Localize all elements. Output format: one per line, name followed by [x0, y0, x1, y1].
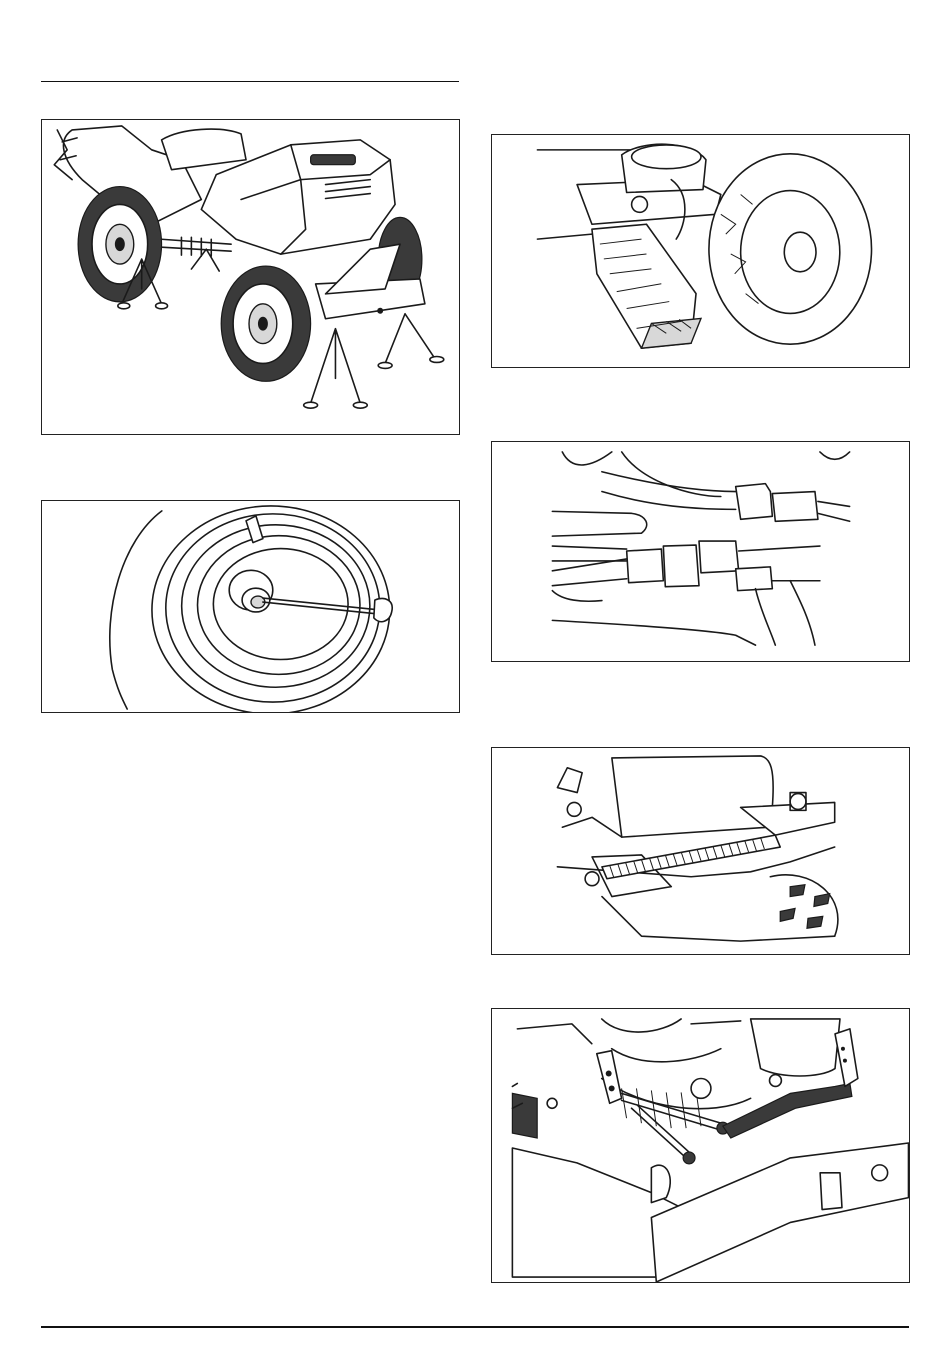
footer-rule — [41, 1326, 909, 1328]
figure-wheel-hub-removal — [41, 500, 460, 713]
hydraulic-hose-couplings-icon — [492, 442, 909, 661]
header-rule — [41, 81, 459, 82]
transmission-linkage-rod-icon — [492, 1009, 909, 1282]
figure-hydraulic-hose-couplings — [491, 441, 910, 662]
figure-tractor-on-stands — [41, 119, 460, 435]
axle-supported-on-wood-blocks-icon — [492, 135, 909, 367]
figure-linkage-rod — [491, 1008, 910, 1283]
figure-wood-block-support — [491, 134, 910, 368]
tractor-on-jack-stands-icon — [42, 120, 459, 434]
figure-tension-spring — [491, 747, 910, 955]
wheel-hub-with-screwdriver-icon — [42, 501, 459, 712]
tension-spring-icon — [492, 748, 909, 954]
